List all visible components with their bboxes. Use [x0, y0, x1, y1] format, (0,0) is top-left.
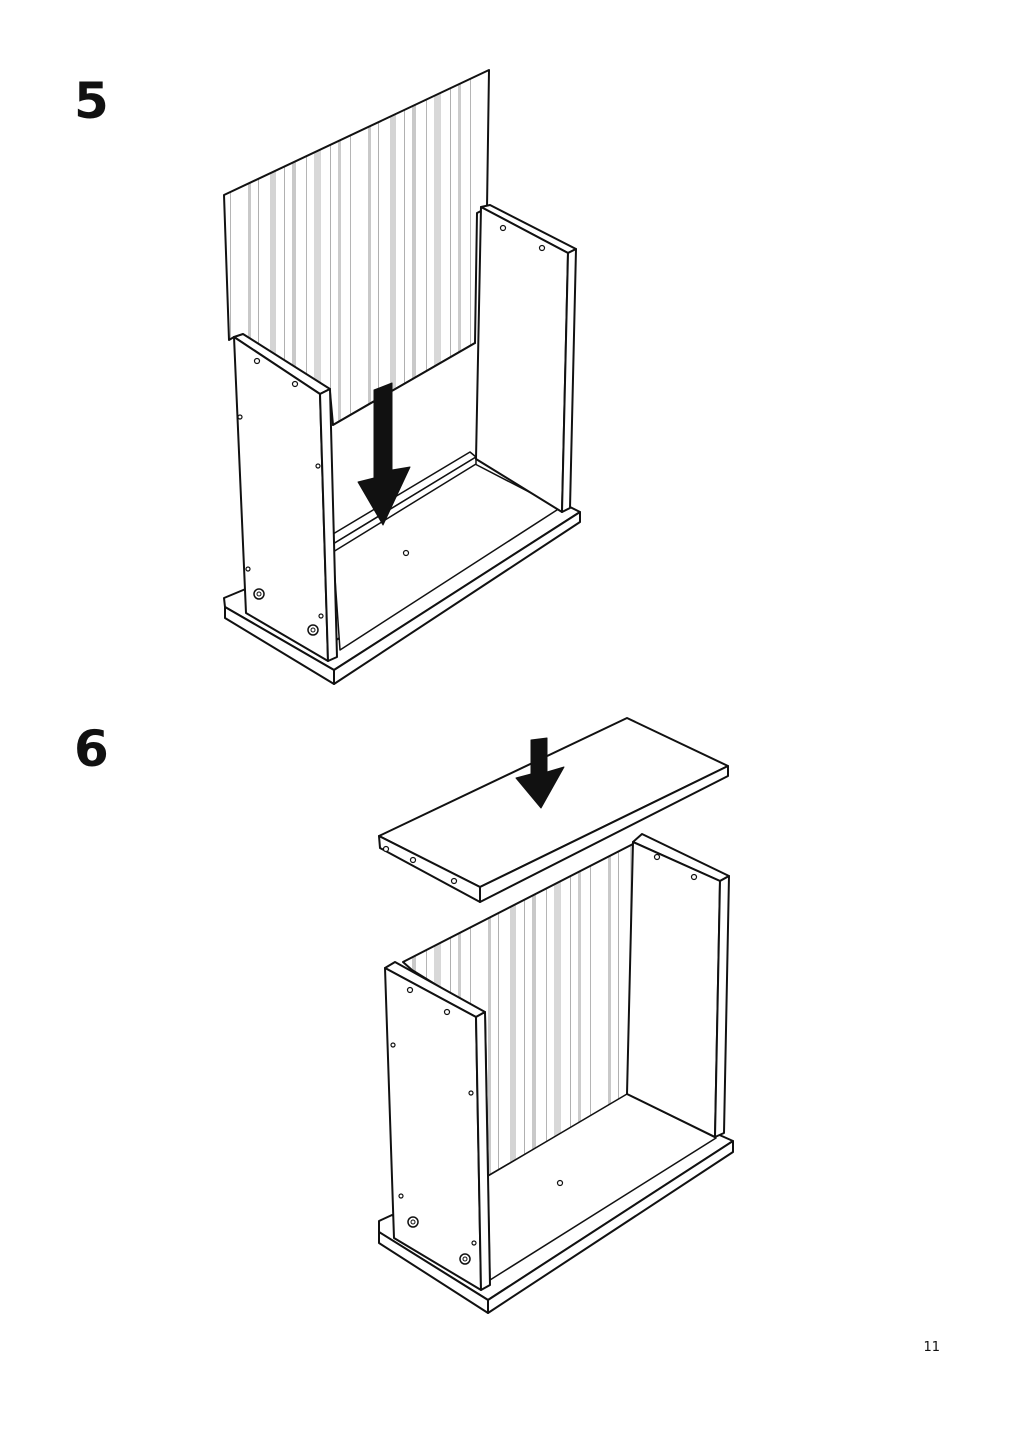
back-panel [223, 69, 490, 520]
down-arrow-icon [357, 382, 411, 526]
right-side-panel [475, 204, 577, 513]
left-side-panel-2 [384, 961, 491, 1291]
down-arrow-icon-2 [515, 737, 565, 809]
step-6-number: 6 [74, 720, 109, 778]
base-board-2 [378, 1093, 734, 1314]
right-side-panel-2 [626, 833, 730, 1138]
left-side-panel [233, 333, 338, 662]
step-6-illustration [378, 717, 734, 1314]
step-5-number: 5 [74, 72, 109, 130]
page-number: 11 [923, 1340, 940, 1355]
top-board [378, 717, 729, 903]
step-5-illustration [223, 69, 581, 685]
